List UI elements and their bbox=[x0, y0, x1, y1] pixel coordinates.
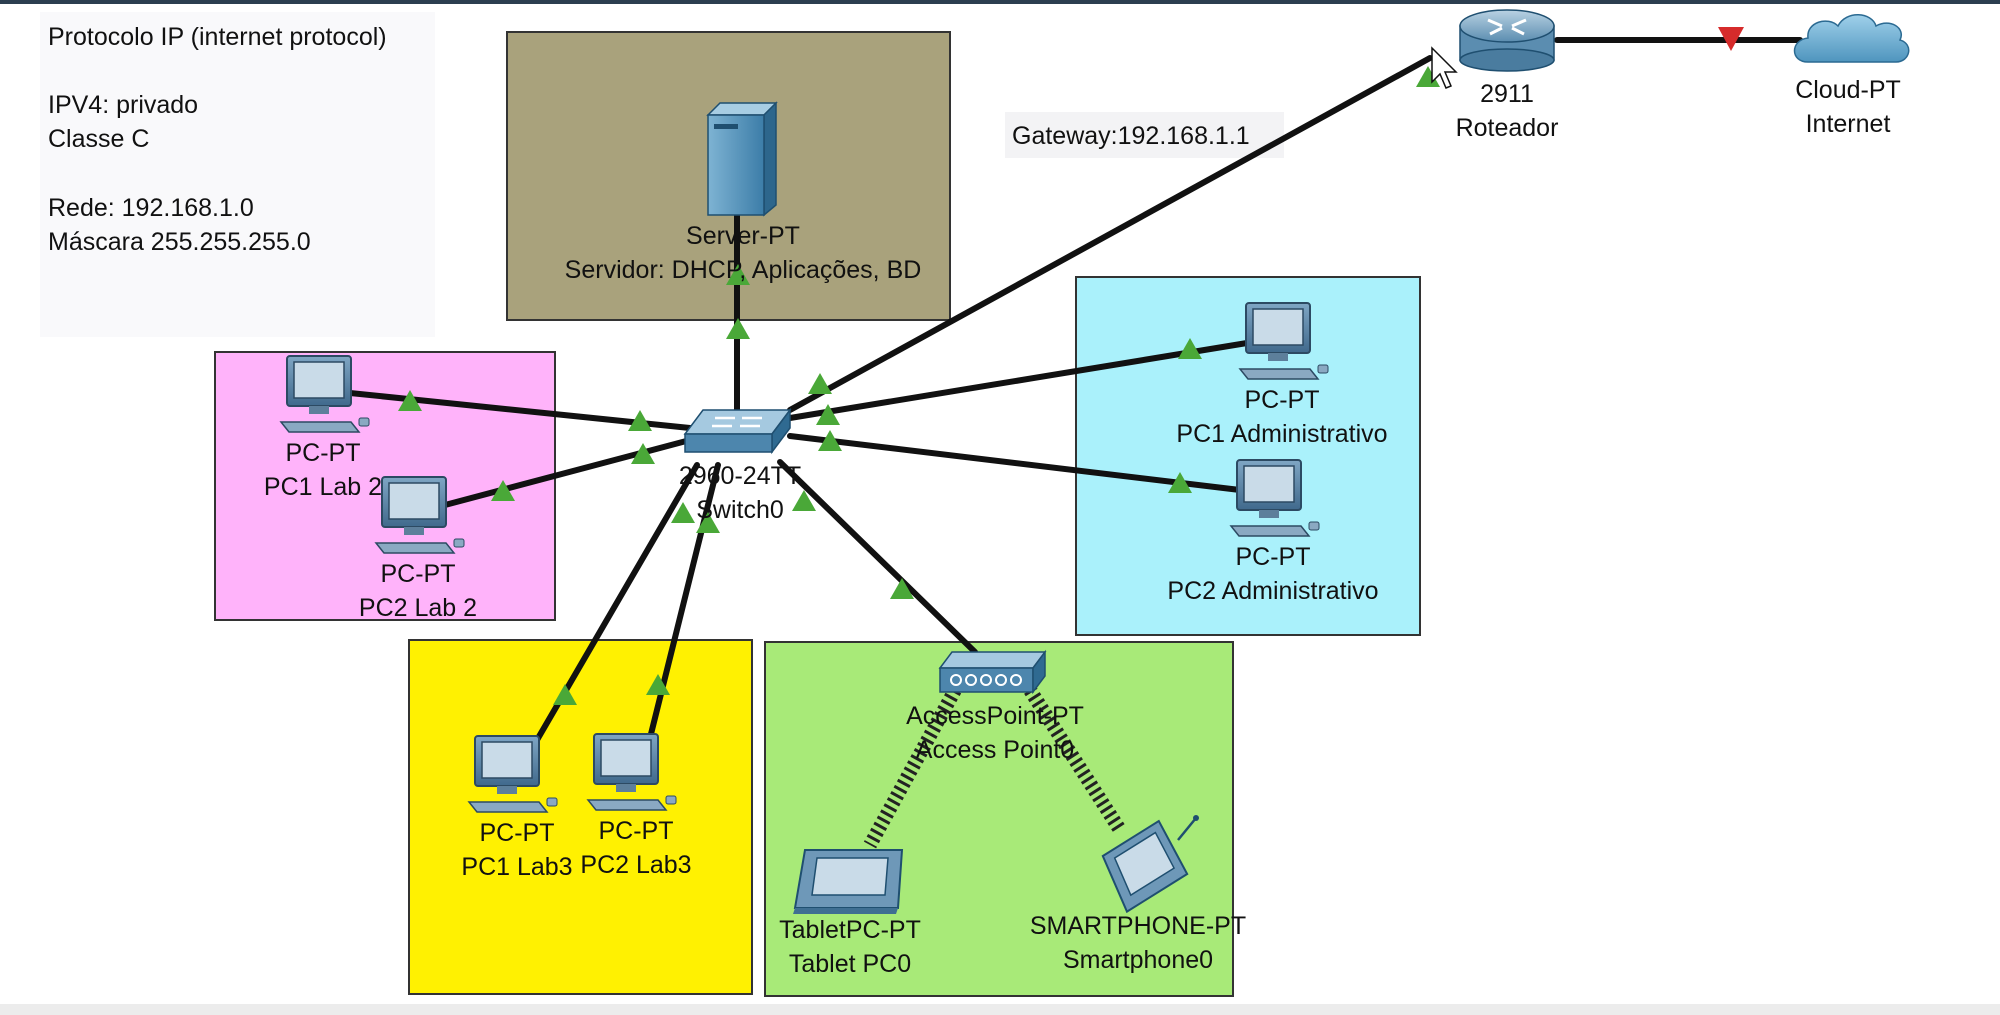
pc2-lab2-name: PC2 Lab 2 bbox=[359, 594, 477, 622]
smartphone-icon bbox=[1101, 815, 1199, 914]
gateway-label-box bbox=[1005, 112, 1284, 158]
link-status-lights bbox=[398, 27, 1744, 705]
link-light-down bbox=[1718, 27, 1744, 51]
pc1-lab2-name: PC1 Lab 2 bbox=[264, 473, 382, 501]
server-name: Servidor: DHCP, Aplicações, BD bbox=[565, 256, 922, 284]
link-light-up bbox=[890, 578, 914, 599]
cloud-device[interactable]: Cloud-PT Internet bbox=[1793, 14, 1910, 138]
wireless-links bbox=[863, 686, 1126, 849]
router-model: 2911 bbox=[1480, 80, 1534, 108]
router-name: Roteador bbox=[1456, 114, 1559, 142]
switch-icon bbox=[683, 407, 792, 455]
server-model: Server-PT bbox=[686, 222, 800, 250]
access-point-model: AccessPoint-PT bbox=[906, 702, 1084, 730]
smartphone-device[interactable]: SMARTPHONE-PT Smartphone0 bbox=[1030, 815, 1246, 974]
link-light-up bbox=[1416, 66, 1440, 87]
access-point-icon bbox=[938, 649, 1047, 695]
note-network: Rede: 192.168.1.0 bbox=[48, 194, 254, 222]
notes-panel bbox=[40, 12, 435, 337]
smartphone-model: SMARTPHONE-PT bbox=[1030, 912, 1246, 940]
pc1-lab3-model: PC-PT bbox=[480, 819, 555, 847]
link-light-up bbox=[628, 410, 652, 431]
switch-device[interactable]: 2960-24TT Switch0 bbox=[679, 407, 801, 524]
cable-switch-pc1-admin bbox=[787, 340, 1250, 421]
link-light-up bbox=[726, 264, 750, 285]
pc2-lab3-device[interactable]: PC-PT PC2 Lab3 bbox=[580, 733, 692, 879]
link-light-up bbox=[1178, 338, 1202, 359]
link-light-up bbox=[792, 490, 816, 511]
access-point-device[interactable]: AccessPoint-PT Access Point0 bbox=[906, 649, 1084, 764]
smartphone-name: Smartphone0 bbox=[1063, 946, 1213, 974]
link-light-up bbox=[398, 390, 422, 411]
link-light-up bbox=[808, 373, 832, 394]
pc2-lab2-device[interactable]: PC-PT PC2 Lab 2 bbox=[359, 476, 477, 622]
cable-switch-pc2-lab2 bbox=[442, 437, 693, 508]
pc2-admin-name: PC2 Administrativo bbox=[1167, 577, 1378, 605]
cable-switch-router bbox=[787, 55, 1433, 413]
tablet-name: Tablet PC0 bbox=[789, 950, 911, 978]
link-light-up bbox=[726, 318, 750, 339]
router-device[interactable]: 2911 Roteador bbox=[1456, 9, 1559, 142]
wireless-link-tablet bbox=[863, 686, 962, 849]
pc2-admin-device[interactable]: PC-PT PC2 Administrativo bbox=[1167, 459, 1379, 605]
window-top-border bbox=[0, 0, 2000, 4]
link-light-up bbox=[631, 443, 655, 464]
access-point-name: Access Point0 bbox=[916, 736, 1074, 764]
server-icon bbox=[706, 101, 778, 217]
note-class: Classe C bbox=[48, 125, 149, 153]
link-light-up bbox=[553, 684, 577, 705]
note-ipv4: IPV4: privado bbox=[48, 91, 198, 119]
pc2-lab3-name: PC2 Lab3 bbox=[580, 851, 691, 879]
link-light-up bbox=[696, 512, 720, 533]
router-icon bbox=[1459, 9, 1555, 72]
pc1-lab2-model: PC-PT bbox=[286, 439, 361, 467]
switch-model: 2960-24TT bbox=[679, 462, 801, 490]
pc2-lab2-model: PC-PT bbox=[381, 560, 456, 588]
switch-name: Switch0 bbox=[696, 496, 784, 524]
tablet-icon bbox=[793, 849, 904, 914]
server-device[interactable]: Server-PT Servidor: DHCP, Aplicações, BD bbox=[565, 101, 922, 284]
note-mask: Máscara 255.255.255.0 bbox=[48, 228, 311, 256]
wireless-zone bbox=[764, 641, 1234, 997]
link-light-up bbox=[646, 674, 670, 695]
pc2-admin-model: PC-PT bbox=[1236, 543, 1311, 571]
mouse-cursor-icon bbox=[1431, 46, 1458, 89]
cloud-model: Cloud-PT bbox=[1795, 76, 1901, 104]
tablet-device[interactable]: TabletPC-PT Tablet PC0 bbox=[779, 849, 921, 978]
canvas-bottom-scrollbar[interactable] bbox=[0, 1004, 2000, 1015]
link-light-up bbox=[671, 502, 695, 523]
link-light-up bbox=[816, 404, 840, 425]
lab3-zone bbox=[408, 639, 753, 995]
pc1-admin-name: PC1 Administrativo bbox=[1176, 420, 1387, 448]
cloud-name: Internet bbox=[1806, 110, 1891, 138]
cable-switch-accesspoint bbox=[777, 459, 978, 655]
cloud-icon bbox=[1793, 14, 1910, 63]
gateway-label: Gateway:192.168.1.1 bbox=[1012, 122, 1250, 150]
link-light-up bbox=[818, 430, 842, 451]
note-protocol: Protocolo IP (internet protocol) bbox=[48, 23, 387, 51]
link-light-up bbox=[1168, 472, 1192, 493]
pc1-lab2-device[interactable]: PC-PT PC1 Lab 2 bbox=[264, 355, 382, 501]
pc2-lab3-model: PC-PT bbox=[599, 817, 674, 845]
pc1-lab3-device[interactable]: PC-PT PC1 Lab3 bbox=[461, 735, 573, 881]
pc1-lab3-name: PC1 Lab3 bbox=[461, 853, 572, 881]
cable-switch-pc2-admin bbox=[787, 433, 1243, 493]
link-light-up bbox=[491, 480, 515, 501]
tablet-model: TabletPC-PT bbox=[779, 916, 921, 944]
pc1-admin-device[interactable]: PC-PT PC1 Administrativo bbox=[1176, 302, 1388, 448]
pc1-admin-model: PC-PT bbox=[1245, 386, 1320, 414]
